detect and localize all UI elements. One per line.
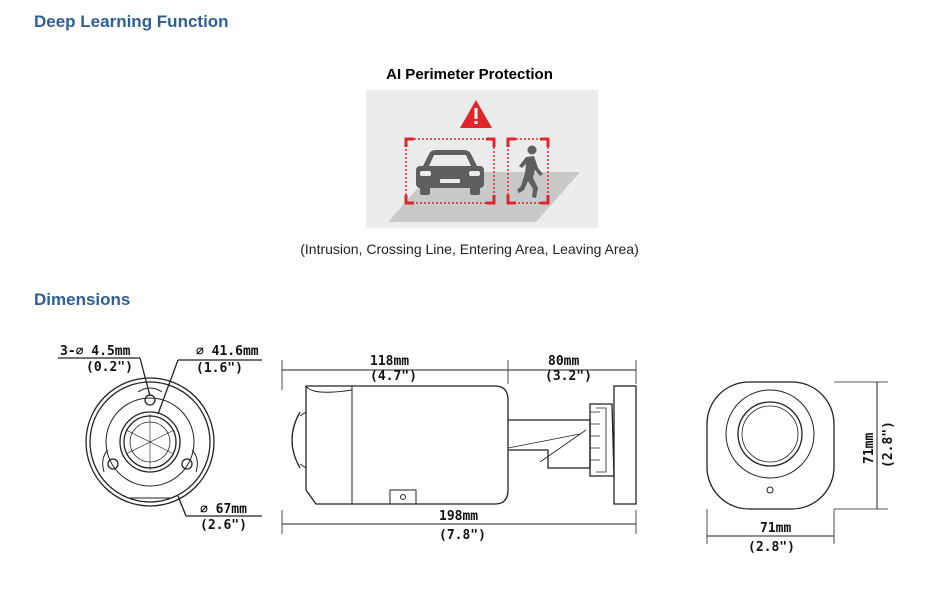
section-title-deep-learning: Deep Learning Function xyxy=(34,12,229,31)
side-body-length: 118mm xyxy=(370,354,409,369)
side-mount-length-inch: (3.2") xyxy=(545,369,592,384)
rear-width: 71mm xyxy=(760,521,791,536)
ai-illustration xyxy=(366,90,598,228)
car-icon xyxy=(416,150,484,195)
section-title-dimensions: Dimensions xyxy=(34,290,131,309)
car-detection-box xyxy=(404,137,496,205)
screw-hole-right xyxy=(181,458,193,470)
rear-width-inch: (2.8") xyxy=(748,540,795,555)
dimension-drawings: 3-∅ 4.5mm (0.2") ∅ 41.6mm (1.6") ∅ 67mm … xyxy=(58,344,896,555)
screw-hole-top xyxy=(144,394,156,406)
front-outer-dia-label: ∅ 67mm xyxy=(200,502,247,517)
side-view xyxy=(281,360,637,534)
person-icon xyxy=(517,145,543,198)
front-hole-inch: (0.2") xyxy=(86,360,133,375)
side-total-length: 198mm xyxy=(439,509,478,524)
rear-view xyxy=(706,381,888,544)
person-detection-box xyxy=(506,137,550,205)
ai-figure-caption: (Intrusion, Crossing Line, Entering Area… xyxy=(300,241,639,257)
front-inner-dia-label: ∅ 41.6mm xyxy=(196,344,259,359)
rear-height: 71mm xyxy=(862,433,877,464)
side-total-length-inch: (7.8") xyxy=(439,528,486,543)
side-body-length-inch: (4.7") xyxy=(370,369,417,384)
front-view xyxy=(58,357,262,517)
front-inner-dia-inch: (1.6") xyxy=(196,361,243,376)
side-mount-length: 80mm xyxy=(548,354,579,369)
ai-illustration-svg xyxy=(388,100,580,222)
screw-hole-left xyxy=(107,458,119,470)
rear-height-inch: (2.8") xyxy=(881,421,896,468)
warning-icon xyxy=(460,100,492,128)
front-hole-label: 3-∅ 4.5mm xyxy=(60,344,131,359)
ai-figure-title: AI Perimeter Protection xyxy=(386,66,553,83)
front-outer-dia-inch: (2.6") xyxy=(200,518,247,533)
